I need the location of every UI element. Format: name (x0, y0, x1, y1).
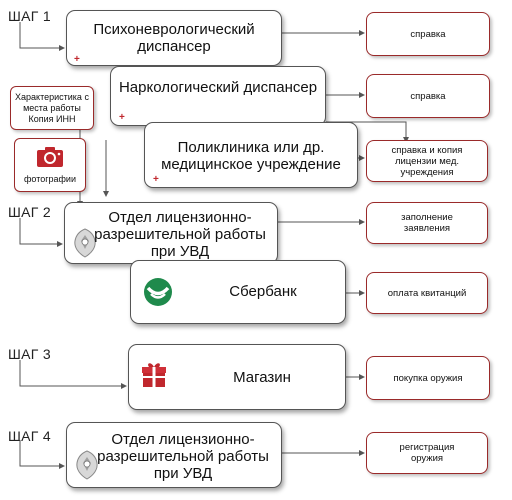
plus-icon: + (74, 54, 80, 65)
result-box-7: регистрация оружия (366, 432, 488, 474)
sberbank-box: Сбербанк (130, 260, 346, 324)
result-box-2: справка (366, 74, 490, 118)
lrr-department-box-1: Отдел лицензионно-разрешительной работы … (64, 202, 278, 264)
result-label-2: справка (410, 90, 446, 102)
arrow-step1 (19, 22, 65, 51)
lrr-department-label-2: Отдел лицензионно-разрешительной работы … (97, 431, 269, 482)
step-1-label: ШАГ 1 (8, 8, 51, 24)
arrow-step4 (19, 440, 65, 469)
result-label-1: справка (410, 28, 446, 40)
step-3-label: ШАГ 3 (8, 346, 51, 362)
result-label-6: покупка оружия (393, 372, 463, 384)
result-label-5: оплата квитанций (387, 287, 467, 299)
result-label-4: заполнение заявления (401, 212, 453, 234)
result-box-4: заполнение заявления (366, 202, 488, 244)
lrr-department-box-2: Отдел лицензионно-разрешительной работы … (66, 422, 282, 488)
shop-box: Магазин (128, 344, 346, 410)
shop-label: Магазин (233, 369, 291, 386)
narco-dispensary-box: Наркологический диспансер + (110, 66, 326, 126)
psycho-dispensary-box: Психоневрологический диспансер + (66, 10, 282, 66)
plus-icon: + (119, 112, 125, 123)
result-box-5: оплата квитанций (366, 272, 488, 314)
sberbank-logo-icon (144, 278, 172, 306)
clinic-box: Поликлиника или др. медицинское учрежден… (144, 122, 358, 188)
narco-dispensary-label: Наркологический диспансер (118, 79, 318, 96)
arrow-step3 (19, 360, 127, 389)
characteristic-box: Характеристика с места работы Копия ИНН (10, 86, 94, 130)
result-label-7: регистрация оружия (399, 442, 455, 464)
result-box-1: справка (366, 12, 490, 56)
photos-box: фотографии (14, 138, 86, 192)
emblem-icon (74, 228, 96, 258)
step-2-label: ШАГ 2 (8, 204, 51, 220)
result-box-3: справка и копия лицензии мед. учреждения (366, 140, 488, 182)
sberbank-label: Сбербанк (229, 283, 297, 300)
result-label-3: справка и копия лицензии мед. учреждения (391, 144, 463, 178)
characteristic-label: Характеристика с места работы Копия ИНН (15, 91, 89, 124)
emblem-icon (76, 450, 98, 480)
psycho-dispensary-label: Психоневрологический диспансер (93, 21, 255, 55)
step-4-label: ШАГ 4 (8, 428, 51, 444)
clinic-label: Поликлиника или др. медицинское учрежден… (161, 139, 341, 173)
lrr-department-label-1: Отдел лицензионно-разрешительной работы … (94, 209, 266, 260)
gift-icon (142, 363, 166, 387)
camera-icon (37, 147, 63, 167)
photos-label: фотографии (24, 174, 76, 184)
arrow-step2 (19, 218, 63, 247)
plus-icon: + (153, 174, 159, 185)
result-box-6: покупка оружия (366, 356, 490, 400)
